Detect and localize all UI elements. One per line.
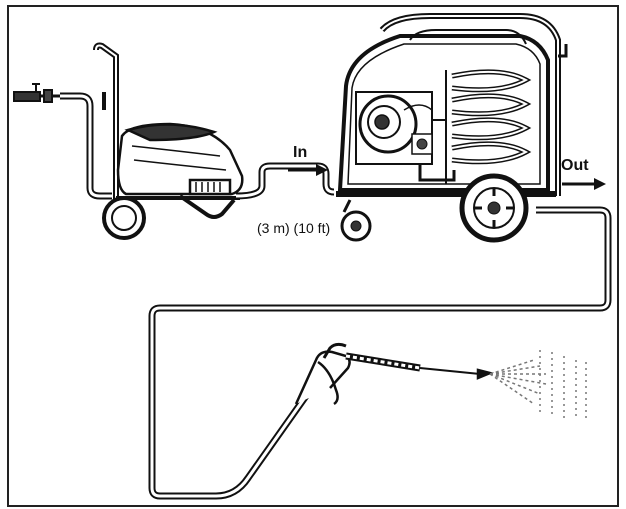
outlet-arrow [562, 178, 606, 190]
inlet-label: In [293, 144, 308, 161]
spray-fan [489, 350, 587, 420]
spray-gun [294, 342, 494, 406]
inlet-arrow [288, 164, 328, 176]
pressure-washer [93, 42, 244, 240]
distance-label: (3 m) (10 ft) [257, 220, 331, 236]
outlet-label: Out [561, 157, 589, 174]
water-heater [336, 13, 568, 243]
water-tap [13, 83, 62, 103]
